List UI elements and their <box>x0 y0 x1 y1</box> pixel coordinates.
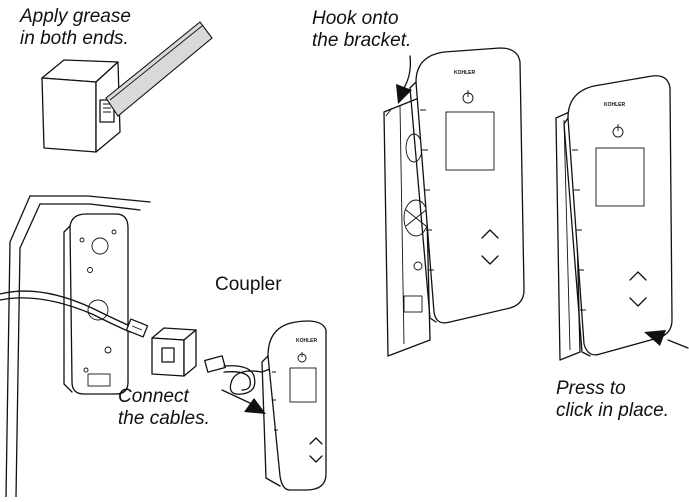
remote-panel-small: KOHLER <box>261 320 327 491</box>
arrow-up-icon <box>309 437 323 445</box>
grease-label: Apply grease in both ends. <box>20 6 131 50</box>
press-label-line-1: Press to <box>556 378 626 399</box>
hook-label-line-1: Hook onto <box>312 8 399 29</box>
power-icon <box>297 352 307 363</box>
connect-label-line-1: Connect <box>118 386 189 407</box>
arrow-up-icon <box>629 271 647 281</box>
grease-label-line-1: Apply grease <box>20 6 131 27</box>
hook-arrow-icon <box>396 55 412 104</box>
press-step: KOHLER <box>555 75 689 361</box>
coupler-label: Coupler <box>215 274 282 295</box>
hook-label-line-2: the bracket. <box>312 30 412 51</box>
arrow-down-icon <box>481 255 499 265</box>
svg-text:KOHLER: KOHLER <box>454 70 476 76</box>
coupler-icon <box>151 327 197 377</box>
remote-panel-hook: KOHLER <box>409 47 525 324</box>
hook-step: KOHLER <box>383 47 525 357</box>
grease-step <box>41 21 213 153</box>
cable-right <box>204 355 279 395</box>
power-icon <box>462 90 474 104</box>
connect-step: KOHLER <box>0 195 327 498</box>
arrow-up-icon <box>481 229 499 239</box>
svg-text:KOHLER: KOHLER <box>604 102 626 108</box>
cable-left <box>0 290 149 338</box>
remote-panel-press: KOHLER <box>563 75 673 357</box>
push-arrow-icon <box>221 389 266 414</box>
connect-label: Connect the cables. <box>118 386 210 430</box>
grease-label-line-2: in both ends. <box>20 28 129 49</box>
arrow-down-icon <box>629 297 647 307</box>
wall-recess <box>5 195 151 498</box>
press-label: Press to click in place. <box>556 378 669 422</box>
wall-bracket <box>63 213 129 395</box>
hook-label: Hook onto the bracket. <box>312 8 411 52</box>
power-icon <box>612 124 624 138</box>
press-label-line-2: click in place. <box>556 400 669 421</box>
coupler-cube-icon <box>41 59 121 153</box>
press-arrow-icon <box>644 330 689 349</box>
connect-label-line-2: the cables. <box>118 408 210 429</box>
svg-text:KOHLER: KOHLER <box>296 338 318 344</box>
arrow-down-icon <box>309 455 323 463</box>
grease-stick-icon <box>105 21 213 117</box>
